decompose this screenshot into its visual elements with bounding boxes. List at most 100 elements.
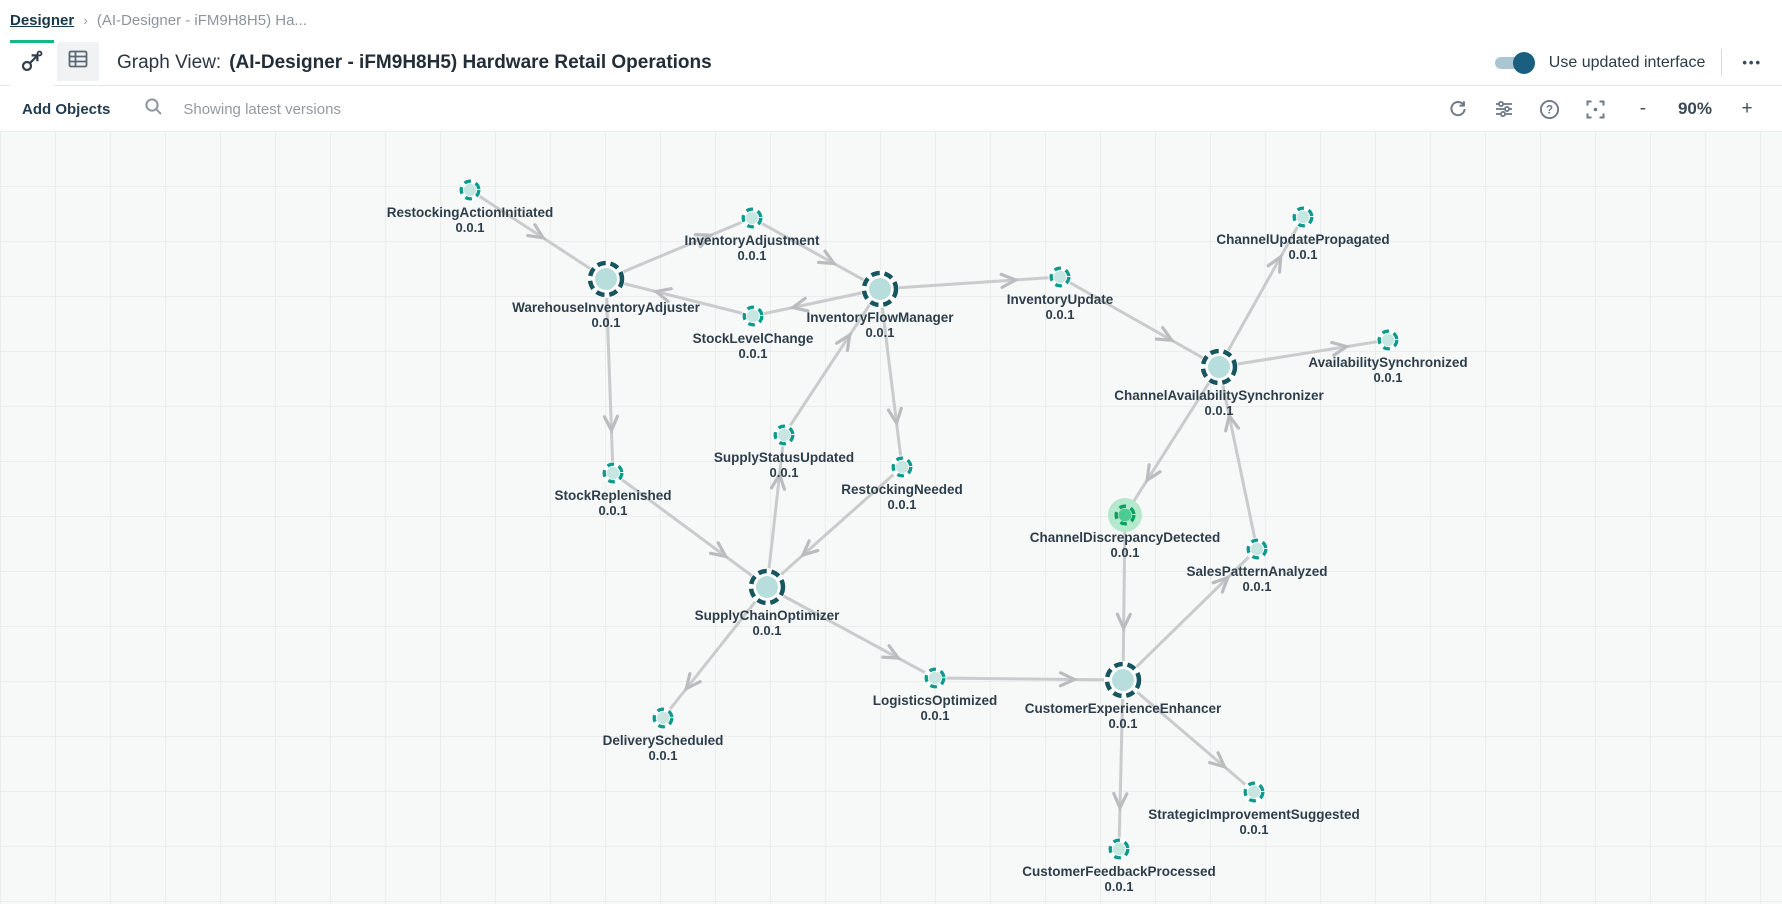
graph-edge-arrow	[1154, 326, 1176, 343]
graph-node-version: 0.0.1	[738, 248, 767, 263]
graph-edge-arrow	[789, 296, 810, 313]
graph-node-InventoryAdjustment[interactable]	[740, 206, 764, 230]
graph-node-RestockingActionInitiated[interactable]	[458, 178, 482, 202]
zoom-level: 90%	[1677, 99, 1712, 118]
graph-node-label: RestockingNeeded	[841, 482, 963, 497]
graph-node-InventoryFlowManager[interactable]	[861, 270, 899, 308]
graph-node-StrategicImprovementSuggested[interactable]	[1242, 780, 1266, 804]
add-objects-button[interactable]: Add Objects	[22, 100, 111, 118]
graph-node-label: StockLevelChange	[693, 331, 814, 346]
graph-node-version: 0.0.1	[1240, 822, 1269, 837]
graph-node-ChannelUpdatePropagated[interactable]	[1291, 205, 1315, 229]
table-icon	[67, 48, 89, 75]
graph-edge	[1122, 678, 1255, 794]
graph-edge	[1218, 338, 1389, 369]
breadcrumb-designer-link[interactable]: Designer	[10, 11, 75, 29]
graph-node-AvailabilitySynchronized[interactable]	[1376, 328, 1400, 352]
graph-edge-arrow	[769, 470, 787, 491]
zoom-out-button[interactable]: -	[1639, 98, 1647, 119]
search-input[interactable]	[181, 99, 486, 119]
graph-node-label: SupplyStatusUpdated	[714, 450, 854, 465]
graph-node-StockReplenished[interactable]	[601, 461, 625, 485]
graph-edge-arrow	[708, 541, 729, 559]
graph-node-DeliveryScheduled[interactable]	[651, 706, 675, 730]
graph-edge-arrow	[1145, 463, 1162, 484]
breadcrumb-chevron-icon: ›	[83, 12, 88, 28]
graph-edge-arrow	[800, 539, 820, 558]
tab-graph-view[interactable]	[10, 40, 54, 86]
graph-node-label: StrategicImprovementSuggested	[1148, 807, 1360, 822]
help-icon[interactable]: ?	[1538, 97, 1562, 121]
graph-edge	[765, 434, 786, 588]
zoom-in-button[interactable]: +	[1741, 98, 1753, 119]
graph-node-version: 0.0.1	[770, 465, 799, 480]
graph-node-ChannelDiscrepancyDetected[interactable]	[1108, 498, 1142, 532]
graph-node-version: 0.0.1	[921, 708, 950, 723]
graph-node-version: 0.0.1	[1374, 370, 1403, 385]
graph-node-SalesPatternAnalyzed[interactable]	[1245, 537, 1269, 561]
graph-edge	[752, 287, 881, 318]
graph-node-version: 0.0.1	[888, 497, 917, 512]
graph-node-version: 0.0.1	[649, 748, 678, 763]
graph-node-label: LogisticsOptimized	[873, 693, 998, 708]
graph-edge	[605, 277, 754, 318]
refresh-icon[interactable]	[1446, 97, 1470, 121]
graph-node-StockLevelChange[interactable]	[741, 304, 765, 328]
updated-interface-toggle[interactable]	[1494, 51, 1535, 74]
graph-node-version: 0.0.1	[1243, 579, 1272, 594]
graph-node-ChannelAvailabilitySynchronizer[interactable]	[1200, 348, 1238, 386]
tab-table-view[interactable]	[57, 42, 99, 81]
graph-edge	[1121, 514, 1127, 681]
graph-node-label: ChannelAvailabilitySynchronizer	[1114, 388, 1324, 403]
graph-edge	[751, 216, 881, 291]
toggle-knob	[1512, 51, 1535, 74]
search-icon[interactable]	[144, 97, 163, 121]
graph-edge	[878, 288, 904, 468]
graph-node-label: InventoryFlowManager	[806, 310, 954, 325]
graph-edge-arrow	[1211, 574, 1231, 594]
graph-node-SupplyChainOptimizer[interactable]	[748, 568, 786, 606]
page-title-name: (AI-Designer - iFM9H8H5) Hardware Retail…	[229, 51, 712, 73]
graph-node-label: RestockingActionInitiated	[387, 205, 554, 220]
graph-edge-arrow	[602, 414, 620, 435]
graph-node-CustomerFeedbackProcessed[interactable]	[1107, 837, 1131, 861]
graph-node-version: 0.0.1	[866, 325, 895, 340]
graph-node-InventoryUpdate[interactable]	[1048, 265, 1072, 289]
graph-edge-arrow	[693, 233, 715, 249]
graph-edge	[1117, 679, 1125, 850]
graph-node-LogisticsOptimized[interactable]	[923, 666, 947, 690]
graph-node-label: CustomerFeedbackProcessed	[1022, 864, 1216, 879]
breadcrumb-current: (AI-Designer - iFM9H8H5) Ha...	[96, 11, 307, 29]
graph-node-label: StockReplenished	[554, 488, 671, 503]
graph-svg: RestockingActionInitiated0.0.1InventoryA…	[387, 178, 1468, 894]
graph-edge	[612, 471, 768, 589]
svg-text:?: ?	[1546, 104, 1553, 116]
graph-edge-arrow	[834, 331, 852, 352]
graph-node-label: ChannelUpdatePropagated	[1216, 232, 1389, 247]
graph-node-RestockingNeeded[interactable]	[890, 455, 914, 479]
graph-edge	[1217, 366, 1259, 550]
overflow-menu-button[interactable]: •••	[1742, 55, 1762, 70]
graph-edge	[879, 275, 1061, 291]
graph-edge	[1121, 547, 1259, 682]
graph-edge	[1123, 366, 1221, 516]
graph-node-WarehouseInventoryAdjuster[interactable]	[587, 260, 625, 298]
graph-node-label: SalesPatternAnalyzed	[1186, 564, 1327, 579]
header-row: Graph View: (AI-Designer - iFM9H8H5) Har…	[0, 40, 1782, 86]
graph-node-label: DeliveryScheduled	[603, 733, 724, 748]
graph-edge-arrow	[1112, 791, 1129, 812]
fit-view-icon[interactable]	[1584, 97, 1608, 121]
graph-node-label: AvailabilitySynchronized	[1308, 355, 1467, 370]
graph-edge-arrow	[881, 644, 902, 660]
filter-sliders-icon[interactable]	[1492, 97, 1516, 121]
graph-edge-arrow	[886, 406, 903, 427]
graph-node-version: 0.0.1	[739, 346, 768, 361]
graph-edge-arrow	[1058, 671, 1079, 688]
graph-edge	[1217, 216, 1305, 368]
graph-edge-arrow	[1115, 612, 1132, 633]
graph-node-SupplyStatusUpdated[interactable]	[772, 423, 796, 447]
breadcrumb: Designer › (AI-Designer - iFM9H8H5) Ha..…	[0, 0, 1782, 40]
graph-edge-arrow	[1266, 253, 1283, 274]
graph-node-CustomerExperienceEnhancer[interactable]	[1104, 661, 1142, 699]
